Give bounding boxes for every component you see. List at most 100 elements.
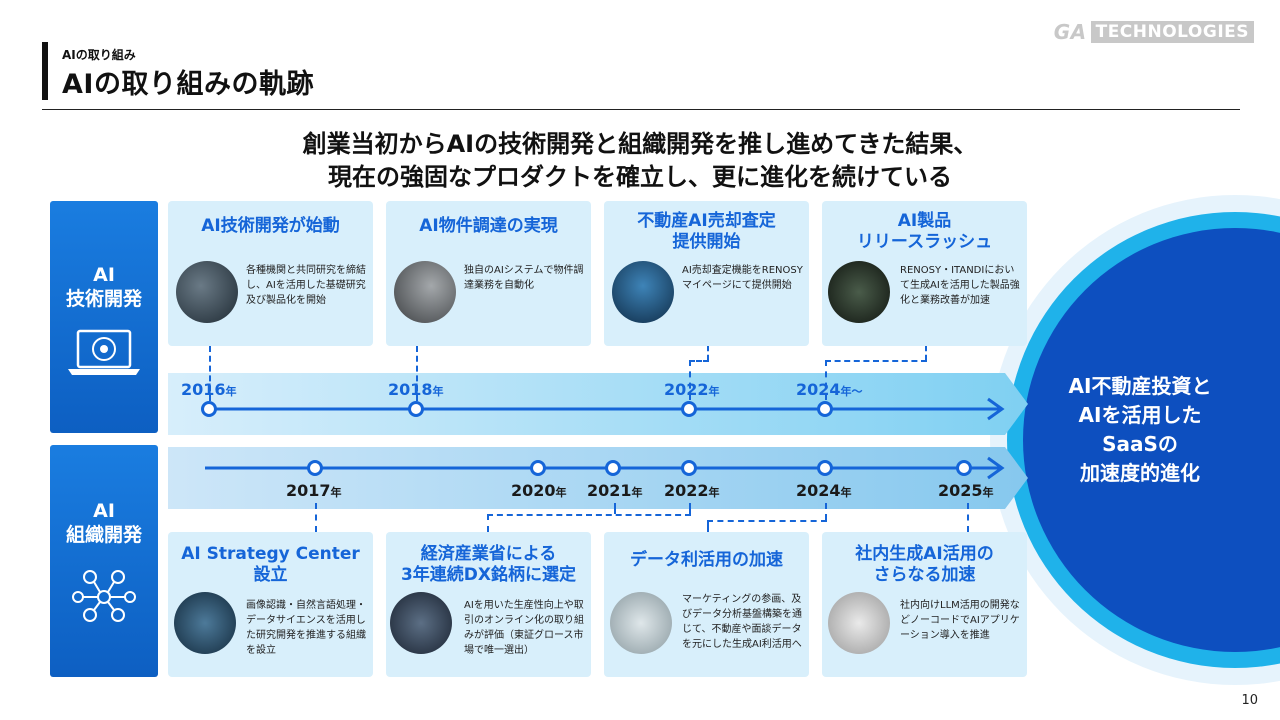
result-line1: AI不動産投資と — [1068, 374, 1212, 398]
data-meeting-image — [610, 592, 672, 654]
timeline-dot — [408, 401, 424, 417]
card-title-line2: 設立 — [253, 565, 288, 585]
card-description: 独自のAIシステムで物件調達業務を自動化 — [464, 265, 584, 291]
headline-line2: 現在の強固なプロダクトを確立し、更に進化を続けている — [328, 163, 952, 191]
tech-card-2022: 不動産AI売却査定 提供開始 AI売却査定機能をRENOSYマイページにて提供開… — [604, 201, 809, 346]
timeline-dot — [817, 401, 833, 417]
org-timeline-band — [168, 447, 1028, 509]
tech-card-2016: AI技術開発が始動 各種機関と共同研究を締結し、AIを活用した基礎研究及び製品化… — [168, 201, 373, 346]
timeline-dot — [817, 460, 833, 476]
year-2024: 2024年～ — [796, 380, 863, 399]
connector-2018 — [416, 346, 418, 401]
connector-2022-bottom — [689, 360, 691, 400]
org-label-ai: AI — [93, 500, 115, 522]
year-2017: 2017年 — [286, 481, 342, 500]
card-description: AI売却査定機能をRENOSYマイページにて提供開始 — [682, 265, 803, 291]
org-label-name: 組織開発 — [65, 524, 142, 546]
connector-2020-2022-drop — [487, 514, 489, 532]
card-title-line1: 不動産AI売却査定 — [637, 211, 776, 231]
headline-line1: 創業当初からAIの技術開発と組織開発を推し進めてきた結果、 — [302, 130, 978, 158]
result-line4: 加速度的進化 — [1080, 461, 1200, 485]
connector-2022-h — [689, 360, 709, 362]
card-title-line2: リリースラッシュ — [856, 232, 993, 252]
timeline-dot — [956, 460, 972, 476]
card-title-line1: AI製品 — [897, 211, 952, 231]
org-card-2020: 経済産業省による 3年連続DX銘柄に選定 AIを用いた生産性向上や取引のオンライ… — [386, 532, 591, 677]
connector-2024-h — [825, 360, 927, 362]
connector-2017 — [315, 503, 317, 532]
card-title-line2: 提供開始 — [672, 232, 741, 252]
card-title: AI技術開発が始動 — [201, 216, 340, 236]
presentation-image — [390, 592, 452, 654]
office-team-image — [176, 261, 238, 323]
org-arrow-head — [987, 456, 1005, 480]
page-title: AIの取り組みの軌跡 — [62, 69, 314, 100]
card-title-line2: 3年連続DX銘柄に選定 — [400, 565, 577, 585]
header-divider — [42, 109, 1240, 110]
connector-2020-2022-h — [487, 514, 691, 516]
tech-side-label: AI 技術開発 — [50, 201, 158, 433]
timeline-dot — [201, 401, 217, 417]
year-2020: 2020年 — [511, 481, 567, 500]
result-circle — [1023, 228, 1280, 652]
year-2024-org: 2024年 — [796, 481, 852, 500]
timeline-dot — [530, 460, 546, 476]
connector-2021-up — [614, 503, 616, 514]
timeline-dot — [681, 460, 697, 476]
tech-timeline-band — [168, 373, 1028, 435]
card-description: AIを用いた生産性向上や取引のオンライン化の取り組みが評価（東証グロース市場で唯… — [464, 600, 584, 656]
research-lab-image — [174, 592, 236, 654]
card-title-line1: 経済産業省による — [420, 544, 557, 564]
logo-ga: GA — [1053, 20, 1087, 44]
laptop-ai-icon — [68, 329, 140, 375]
year-2021: 2021年 — [587, 481, 643, 500]
smart-home-image — [612, 261, 674, 323]
laptop-work-image — [394, 261, 456, 323]
connector-2024-top — [925, 346, 927, 360]
year-2016: 2016年 — [181, 380, 237, 399]
org-card-2017: AI Strategy Center 設立 画像認識・自然言語処理・データサイエ… — [168, 532, 373, 677]
network-people-icon — [72, 570, 136, 622]
year-2025: 2025年 — [938, 481, 994, 500]
timeline-dot — [307, 460, 323, 476]
timeline-dot — [681, 401, 697, 417]
header-accent-bar — [42, 42, 48, 100]
timeline-dot — [605, 460, 621, 476]
tech-card-2018: AI物件調達の実現 独自のAIシステムで物件調達業務を自動化 — [386, 201, 591, 346]
connector-2016 — [209, 346, 211, 401]
tech-label-ai: AI — [93, 264, 115, 286]
ai-tablet-image — [828, 261, 890, 323]
tech-card-2024: AI製品 リリースラッシュ RENOSY・ITANDIにおいて生成AIを活用した… — [822, 201, 1027, 346]
card-title-line1: AI Strategy Center — [181, 544, 360, 564]
company-logo: GA TECHNOLOGIES — [1054, 20, 1254, 44]
section-category: AIの取り組み — [62, 48, 136, 62]
card-description: 各種機関と共同研究を締結し、AIを活用した基礎研究及び製品化を開始 — [246, 265, 366, 306]
connector-2025 — [967, 503, 969, 532]
connector-2024-h-org — [707, 520, 827, 522]
org-side-label: AI 組織開発 — [50, 445, 158, 677]
year-2022: 2022年 — [664, 380, 720, 399]
tech-arrow-head — [987, 397, 1005, 421]
card-title-line2: さらなる加速 — [873, 565, 976, 585]
logo-technologies: TECHNOLOGIES — [1090, 21, 1254, 43]
card-title: データ利活用の加速 — [630, 550, 783, 570]
connector-2024-bottom — [825, 360, 827, 400]
result-text: AI不動産投資と AIを活用した SaaSの 加速度的進化 — [1040, 372, 1240, 488]
card-title-line1: 社内生成AI活用の — [855, 544, 994, 564]
card-description: 社内向けLLM活用の開発などノーコードでAIアプリケーション導入を推進 — [900, 600, 1020, 641]
connector-2022-up — [689, 503, 691, 514]
org-card-2022: データ利活用の加速 マーケティングの参画、及びデータ分析基盤構築を通じて、不動産… — [604, 532, 809, 677]
card-description: マーケティングの参画、及びデータ分析基盤構築を通じて、不動産や面談データを元にし… — [682, 594, 802, 650]
result-line3: SaaSの — [1102, 432, 1178, 456]
org-card-2024: 社内生成AI活用の さらなる加速 社内向けLLM活用の開発などノーコードでAIア… — [822, 532, 1027, 677]
card-title: AI物件調達の実現 — [419, 216, 558, 236]
result-line2: AIを活用した — [1078, 403, 1202, 427]
year-2022-org: 2022年 — [664, 481, 720, 500]
connector-2024-up — [825, 503, 827, 520]
connector-2022-top — [707, 346, 709, 360]
laptop-desk-image — [828, 592, 890, 654]
page-number: 10 — [1241, 693, 1258, 708]
card-description: RENOSY・ITANDIにおいて生成AIを活用した製品強化と業務改善が加速 — [900, 265, 1020, 306]
connector-2024-drop — [707, 520, 709, 532]
